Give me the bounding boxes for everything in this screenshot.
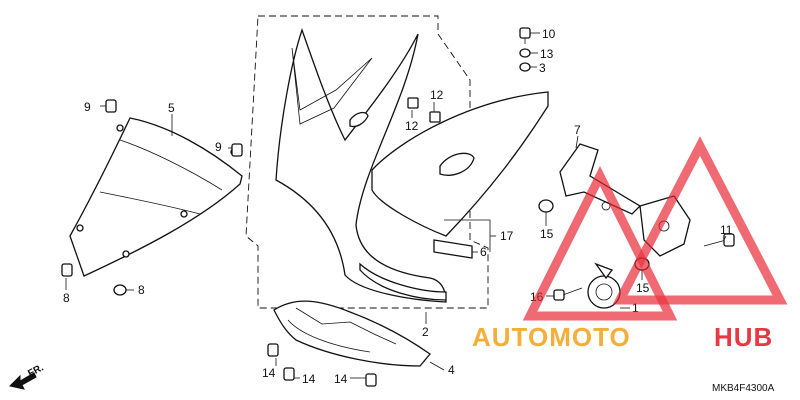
screw-10 bbox=[519, 27, 531, 44]
callout-8-left: 8 bbox=[63, 291, 70, 305]
clip-12-a bbox=[407, 97, 419, 109]
windscreen-grommet-left bbox=[61, 263, 73, 277]
callout-13: 13 bbox=[540, 47, 554, 61]
clip-12-b bbox=[429, 111, 441, 123]
watermark-brand-automoto: AUTOMOTO bbox=[472, 322, 631, 352]
callout-7: 7 bbox=[574, 123, 581, 137]
callout-9-upper: 9 bbox=[84, 100, 91, 114]
callout-6: 6 bbox=[480, 245, 487, 259]
windscreen-grommet-lower bbox=[113, 284, 127, 296]
upper-cowl-body bbox=[275, 27, 447, 303]
fastener-14-c bbox=[365, 373, 377, 387]
watermark-brand-hub: HUB bbox=[714, 322, 773, 352]
inner-cover bbox=[273, 300, 431, 367]
callout-12-lower: 12 bbox=[405, 119, 419, 133]
upper-cowl-lower-lip bbox=[359, 262, 447, 301]
callout-14-b: 14 bbox=[302, 372, 316, 386]
fastener-14-b bbox=[283, 367, 295, 381]
callout-1: 1 bbox=[632, 301, 639, 315]
leader-lines bbox=[65, 32, 727, 379]
callout-15-left: 15 bbox=[540, 227, 554, 241]
fastener-14-a bbox=[267, 343, 279, 357]
callout-14-c: 14 bbox=[334, 372, 348, 386]
callout-9-right: 9 bbox=[215, 140, 222, 154]
watermark-triangle-icon bbox=[522, 136, 788, 321]
diagram-code: MKB4F4300A bbox=[712, 383, 775, 394]
callout-11: 11 bbox=[720, 223, 733, 237]
washer-13 bbox=[519, 48, 531, 58]
watermark: AUTOMOTO HUB bbox=[472, 136, 788, 352]
horn bbox=[587, 262, 621, 309]
front-label: FR. bbox=[26, 362, 46, 379]
callout-8-lower: 8 bbox=[138, 283, 145, 297]
callout-4: 4 bbox=[448, 363, 455, 377]
callout-15-right: 15 bbox=[636, 281, 650, 295]
windscreen-screw-right bbox=[231, 143, 243, 157]
callout-2: 2 bbox=[422, 325, 429, 339]
front-direction-marker: FR. bbox=[8, 362, 46, 390]
callout-3: 3 bbox=[539, 61, 546, 75]
front-arrow-icon bbox=[8, 372, 37, 390]
callout-10: 10 bbox=[542, 27, 556, 41]
upper-cowl-assembly bbox=[245, 15, 549, 309]
windscreen-screw-upper bbox=[105, 99, 117, 113]
bolt-16 bbox=[553, 287, 583, 301]
callout-5: 5 bbox=[168, 101, 175, 115]
emblem bbox=[433, 239, 473, 259]
nut-3 bbox=[519, 62, 531, 72]
rubber-15-a bbox=[538, 199, 554, 213]
callout-17: 17 bbox=[500, 229, 514, 243]
callout-14-a: 14 bbox=[262, 366, 276, 380]
callout-12-upper: 12 bbox=[430, 88, 444, 102]
